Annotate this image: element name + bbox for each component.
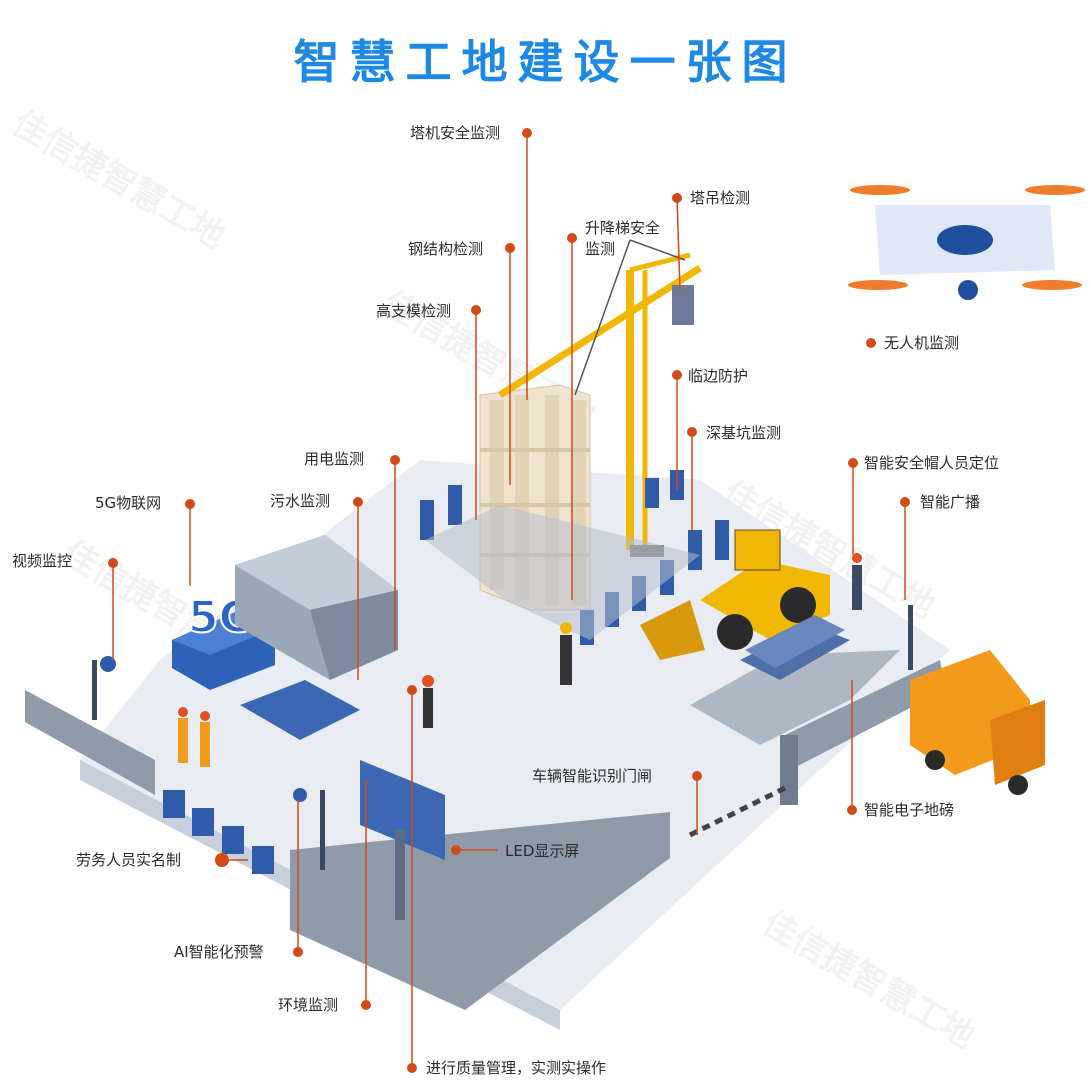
label-quality-mgmt: 进行质量管理，实测实操作 (426, 1059, 607, 1077)
label-vehicle-gate: 车辆智能识别门闸 (532, 767, 653, 785)
label-weighbridge: 智能电子地磅 (864, 801, 955, 819)
perimeter-wall-left (25, 690, 155, 795)
camera-poles (92, 605, 913, 870)
gate-post (780, 735, 798, 805)
perimeter-wall-right (785, 660, 945, 770)
label-video-surveillance: 视频监控 (12, 552, 73, 570)
dump-truck (910, 650, 1045, 795)
label-broadcast: 智能广播 (920, 493, 981, 511)
label-power-monitoring: 用电监测 (304, 450, 365, 468)
weighbridge-platform (690, 650, 900, 745)
tower-crane (498, 239, 702, 550)
label-sewage-monitoring: 污水监测 (270, 492, 331, 510)
label-hoist-safety-2: 监测 (585, 240, 616, 258)
label-steel-structure: 钢结构检测 (408, 240, 484, 258)
watermark-text: 佳信捷智慧工地 (6, 103, 232, 257)
label-deep-foundation: 深基坑监测 (706, 424, 782, 442)
label-crane-detection: 塔吊检测 (690, 189, 751, 207)
label-real-name: 劳务人员实名制 (76, 851, 182, 869)
watermark-text: 佳信捷智慧工地 (756, 903, 982, 1057)
drone (848, 185, 1085, 300)
label-led-screen: LED显示屏 (505, 842, 580, 860)
led-billboard (360, 760, 445, 920)
label-environment: 环境监测 (278, 996, 339, 1014)
label-hoist-safety-1: 升降梯安全 (585, 219, 661, 237)
label-ai-warning: AI智能化预警 (174, 943, 264, 961)
diagram-title: 智慧工地建设一张图 (293, 35, 798, 89)
wheel-loader (640, 529, 830, 660)
label-edge-protection: 临边防护 (688, 367, 749, 385)
leader-dots (108, 128, 910, 1073)
perimeter-wall-front (290, 812, 670, 1010)
label-iot-5g: 5G物联网 (95, 494, 162, 512)
real-name-turnstiles (163, 790, 274, 874)
crane-cab (672, 285, 694, 325)
brick-stacks (740, 615, 850, 680)
workers (178, 553, 862, 767)
label-helmet-positioning: 智能安全帽人员定位 (864, 454, 1000, 472)
label-drone: 无人机监测 (884, 334, 960, 352)
leader-lines (112, 133, 906, 1068)
vehicle-gate-barrier (688, 785, 787, 838)
label-tower-crane-safety: 塔机安全监测 (410, 124, 501, 142)
foundation-pit (425, 505, 700, 640)
label-high-formwork: 高支模检测 (376, 302, 452, 320)
sewage-pool (240, 680, 360, 740)
